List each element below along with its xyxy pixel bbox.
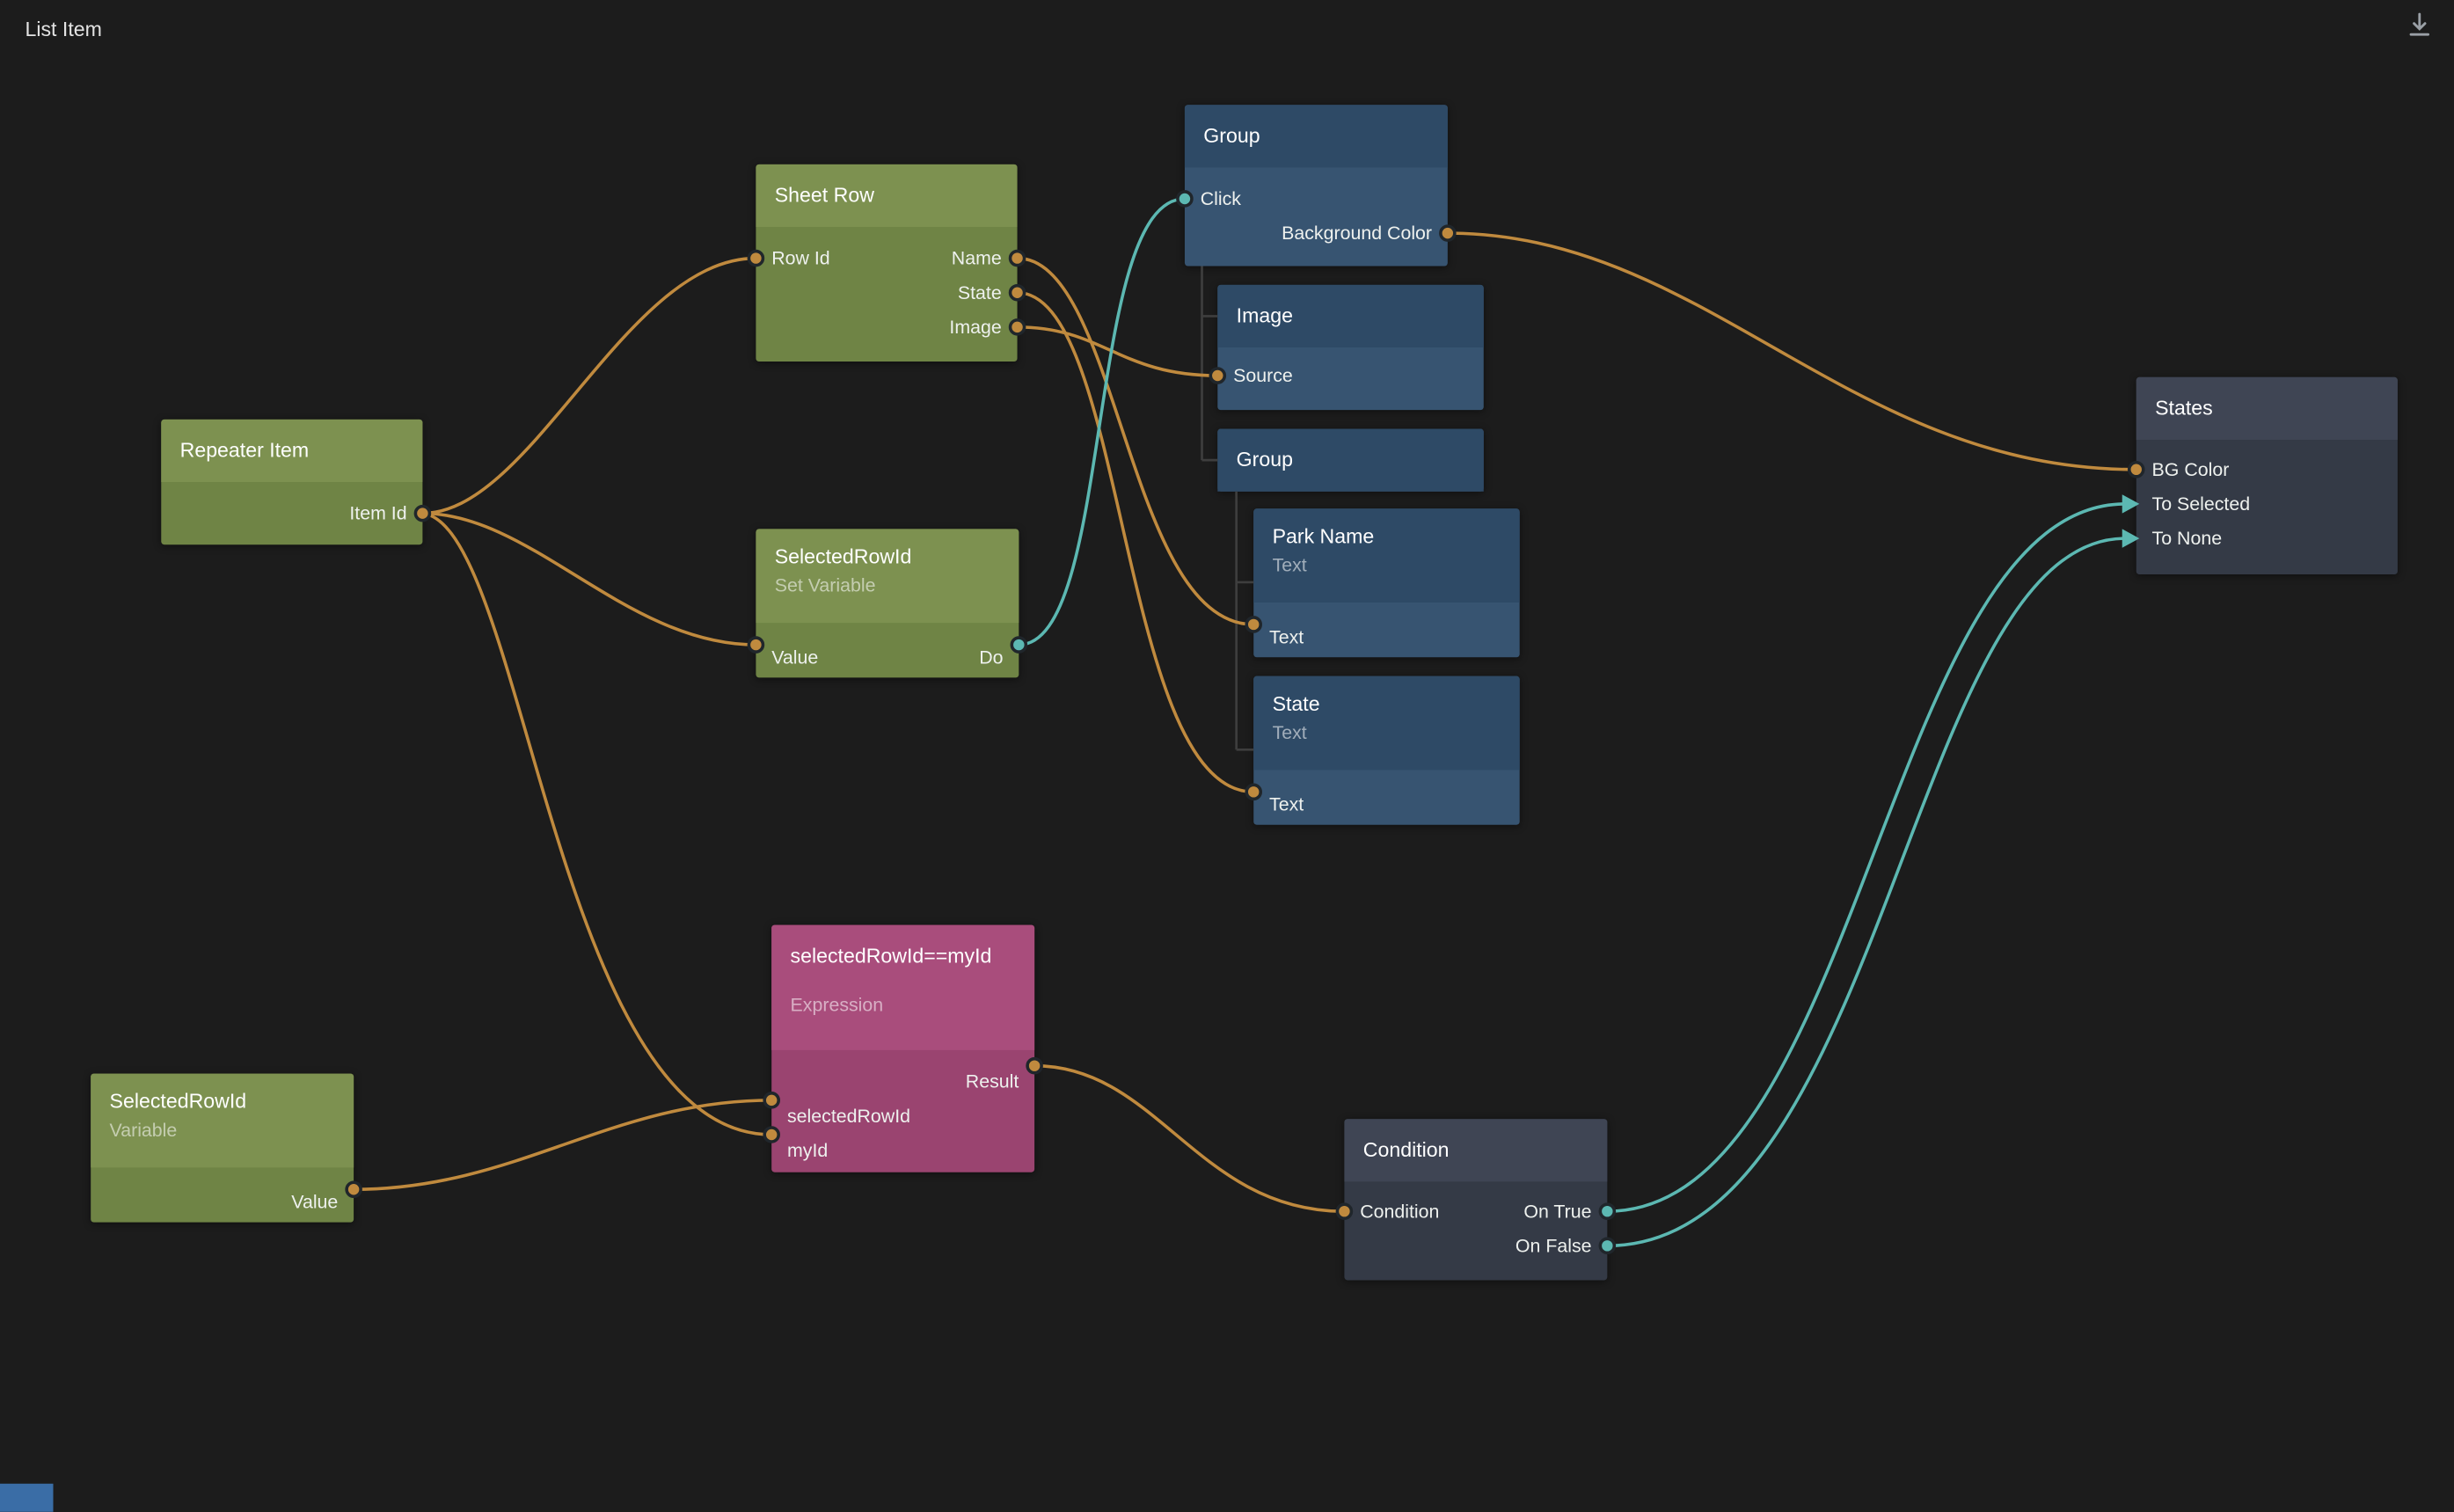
ports: Source	[1217, 347, 1483, 393]
node-title: Repeater Item	[179, 438, 310, 462]
node-header: Park Name Text	[1253, 508, 1520, 603]
port-state[interactable]: State	[957, 281, 1002, 304]
node-title: States	[2155, 396, 2213, 420]
port-click[interactable]: Click	[1200, 187, 1241, 210]
port-source[interactable]: Source	[1233, 364, 1293, 387]
node-header: selectedRowId==myId Expression	[771, 924, 1035, 1050]
node-subtitle: Text	[1272, 553, 1307, 576]
node-subtitle: Expression	[790, 993, 884, 1016]
port-value[interactable]: Value	[771, 646, 819, 668]
port-text[interactable]: Text	[1269, 793, 1304, 816]
node-header: Repeater Item	[161, 419, 423, 483]
wire-result-to-condition[interactable]	[1033, 1063, 1347, 1213]
node-state[interactable]: State Text Text	[1253, 676, 1520, 825]
node-title: SelectedRowId	[774, 544, 912, 568]
node-variable[interactable]: SelectedRowId Variable Value	[91, 1073, 354, 1223]
wire-item-id-to-row-id[interactable]	[420, 256, 758, 515]
port-bg-color[interactable]: BG Color	[2151, 458, 2230, 481]
node-title: Park Name	[1272, 524, 1375, 548]
ports: Result selectedRowId myId	[771, 1050, 1034, 1167]
node-subtitle: Variable	[109, 1119, 178, 1142]
wire-image-to-source[interactable]	[1015, 325, 1220, 377]
corner-panel[interactable]	[0, 1483, 54, 1512]
node-header: SelectedRowId Variable	[91, 1073, 354, 1168]
node-header: Image	[1217, 284, 1484, 348]
port-selected-row-id[interactable]: selectedRowId	[786, 1105, 911, 1128]
ports: Value Do	[756, 623, 1019, 675]
node-image[interactable]: Image Source	[1217, 284, 1484, 411]
wire-on-true-to-to-selected[interactable]	[1605, 502, 2128, 1213]
port-name[interactable]: Name	[951, 247, 1002, 270]
ports: Item Id	[161, 482, 422, 530]
tree-line-group-children	[1201, 266, 1218, 462]
node-title: Image	[1236, 303, 1293, 327]
node-expression[interactable]: selectedRowId==myId Expression Result se…	[771, 924, 1035, 1172]
port-result[interactable]: Result	[965, 1070, 1019, 1092]
port-item-id[interactable]: Item Id	[349, 502, 407, 525]
node-title: Group	[1203, 123, 1260, 148]
node-header: Group	[1184, 105, 1448, 168]
ports: BG Color To Selected To None	[2136, 440, 2398, 556]
port-condition[interactable]: Condition	[1360, 1200, 1440, 1223]
node-group-inner[interactable]: Group	[1217, 428, 1484, 492]
tree-line-group-inner-children	[1235, 491, 1254, 751]
node-header: Condition	[1344, 1119, 1608, 1182]
node-header: Sheet Row	[756, 164, 1018, 227]
node-condition[interactable]: Condition Condition On True On False	[1344, 1119, 1608, 1281]
node-header: States	[2136, 376, 2398, 440]
node-park-name[interactable]: Park Name Text Text	[1253, 508, 1520, 658]
download-icon[interactable]	[2404, 10, 2436, 41]
node-set-variable[interactable]: SelectedRowId Set Variable Value Do	[756, 529, 1019, 678]
port-text[interactable]: Text	[1269, 625, 1304, 648]
port-row-id[interactable]: Row Id	[771, 247, 830, 270]
wire-background-color-to-bg-color[interactable]	[1446, 231, 2138, 471]
port-value[interactable]: Value	[291, 1191, 339, 1213]
ports: Value	[91, 1167, 354, 1219]
port-to-selected[interactable]: To Selected	[2151, 493, 2251, 515]
port-on-true[interactable]: On True	[1523, 1200, 1592, 1223]
port-image[interactable]: Image	[949, 316, 1002, 339]
wire-item-id-to-my-id[interactable]	[420, 511, 773, 1136]
node-title: selectedRowId==myId	[790, 943, 992, 968]
node-title: Sheet Row	[774, 183, 874, 207]
node-header: SelectedRowId Set Variable	[756, 529, 1019, 624]
node-title: SelectedRowId	[109, 1089, 247, 1114]
port-to-none[interactable]: To None	[2151, 527, 2223, 550]
node-subtitle: Set Variable	[774, 574, 876, 596]
port-background-color[interactable]: Background Color	[1282, 222, 1433, 245]
node-sheet-row[interactable]: Sheet Row Row Id Name State Image	[756, 164, 1018, 362]
wire-on-false-to-to-none[interactable]	[1605, 537, 2128, 1248]
port-on-false[interactable]: On False	[1515, 1234, 1592, 1257]
port-my-id[interactable]: myId	[786, 1139, 829, 1162]
port-do[interactable]: Do	[979, 646, 1004, 668]
node-group[interactable]: Group Click Background Color	[1184, 105, 1448, 267]
page-title: List Item	[25, 17, 102, 41]
wire-variable-value-to-selected-row-id[interactable]	[352, 1099, 773, 1192]
node-header: Group	[1217, 428, 1484, 492]
node-title: Condition	[1362, 1137, 1450, 1162]
node-title: State	[1272, 691, 1320, 716]
node-title: Group	[1236, 447, 1293, 471]
wire-item-id-to-value[interactable]	[420, 511, 758, 646]
node-subtitle: Text	[1272, 721, 1307, 744]
ports: Text	[1253, 603, 1519, 654]
ports: Text	[1253, 770, 1519, 822]
ports: Condition On True On False	[1344, 1181, 1607, 1263]
node-repeater-item[interactable]: Repeater Item Item Id	[161, 419, 423, 545]
node-states[interactable]: States BG Color To Selected To None	[2136, 376, 2398, 575]
ports: Click Background Color	[1185, 167, 1448, 250]
wire-do-to-click[interactable]	[1017, 197, 1187, 646]
node-header: State Text	[1253, 676, 1520, 771]
ports: Row Id Name State Image	[756, 227, 1017, 344]
